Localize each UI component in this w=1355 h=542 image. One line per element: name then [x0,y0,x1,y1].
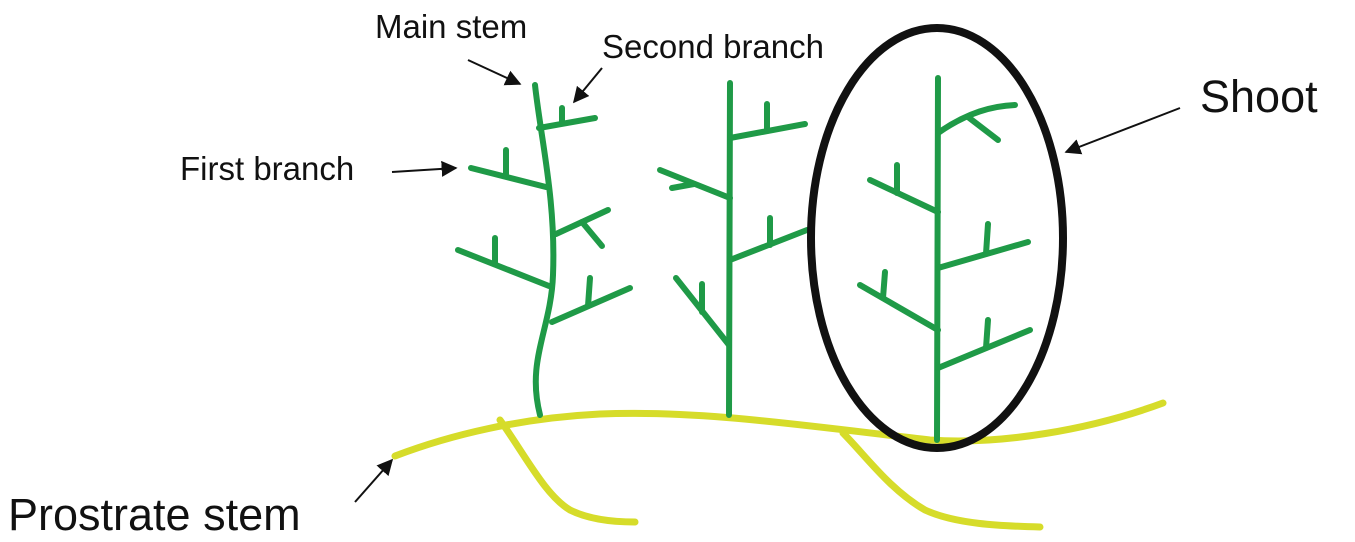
shoot-label: Shoot [1200,71,1318,122]
branch [582,222,602,246]
branch [672,184,694,188]
branch [938,242,1028,268]
branch [938,105,1015,133]
main-stem-left [535,85,553,415]
branch [870,180,938,212]
branch [968,117,998,140]
branch [986,224,988,254]
branch [539,118,595,128]
branch [860,285,938,330]
shoot-middle [660,83,807,415]
branch [458,250,549,286]
first-branch-arrow [392,168,456,172]
main-stem-middle [729,83,730,415]
prostrate-stem-arrow [355,460,392,502]
prostrate-stem-label: Prostrate stem [8,489,301,540]
main-stem-arrow [468,60,520,84]
shoot-right [860,78,1030,440]
first-branch-label: First branch [180,150,354,187]
main-stem-label: Main stem [375,8,527,45]
branch [883,272,885,298]
branch [588,278,590,306]
second-branch-arrow [574,68,602,102]
shoot-arrow [1066,108,1180,152]
prostrate-stem-root-left [500,420,635,522]
shoot-left [458,85,630,415]
branch [986,320,988,348]
prostrate-stem [395,403,1163,527]
second-branch-label: Second branch [602,28,824,65]
